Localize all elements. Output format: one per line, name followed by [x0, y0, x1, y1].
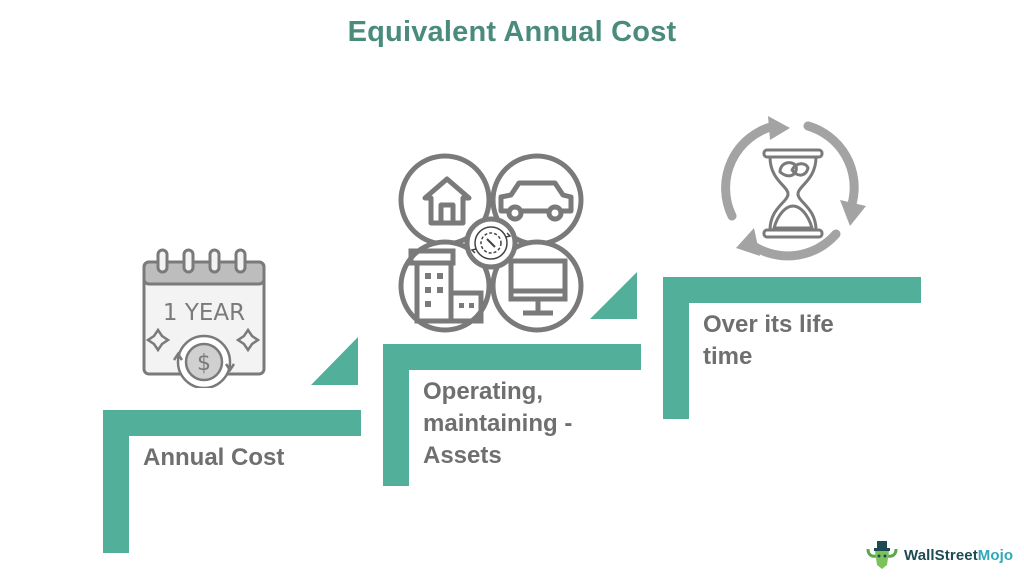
wallstreetmojo-logo: WallStreetMojo	[866, 539, 1013, 571]
logo-wordmark: WallStreetMojo	[904, 546, 1014, 564]
svg-text:1 YEAR: 1 YEAR	[163, 300, 245, 326]
step-1-arrow-triangle	[311, 337, 358, 385]
step-2-label: Operating, maintaining - Assets	[423, 378, 573, 469]
bull-mascot-icon	[866, 541, 898, 569]
step-1-horizontal-bar	[103, 410, 361, 436]
assets-maintenance-icon	[398, 153, 584, 333]
step-2-horizontal-bar	[383, 344, 641, 370]
step-3-horizontal-bar	[663, 277, 921, 303]
step-1-label: Annual Cost	[143, 444, 285, 471]
step-3-vertical-bar	[663, 277, 689, 419]
step-2-vertical-bar	[383, 344, 409, 486]
svg-text:$: $	[197, 351, 211, 376]
step-1-vertical-bar	[103, 410, 129, 553]
calendar-one-year-dollar-icon: 1 YEAR $	[142, 248, 266, 388]
step-2-arrow-triangle	[590, 272, 637, 319]
hourglass-cycle-icon	[721, 116, 866, 261]
step-3-label: Over its life time	[703, 311, 834, 370]
page-title: Equivalent Annual Cost	[347, 16, 677, 48]
